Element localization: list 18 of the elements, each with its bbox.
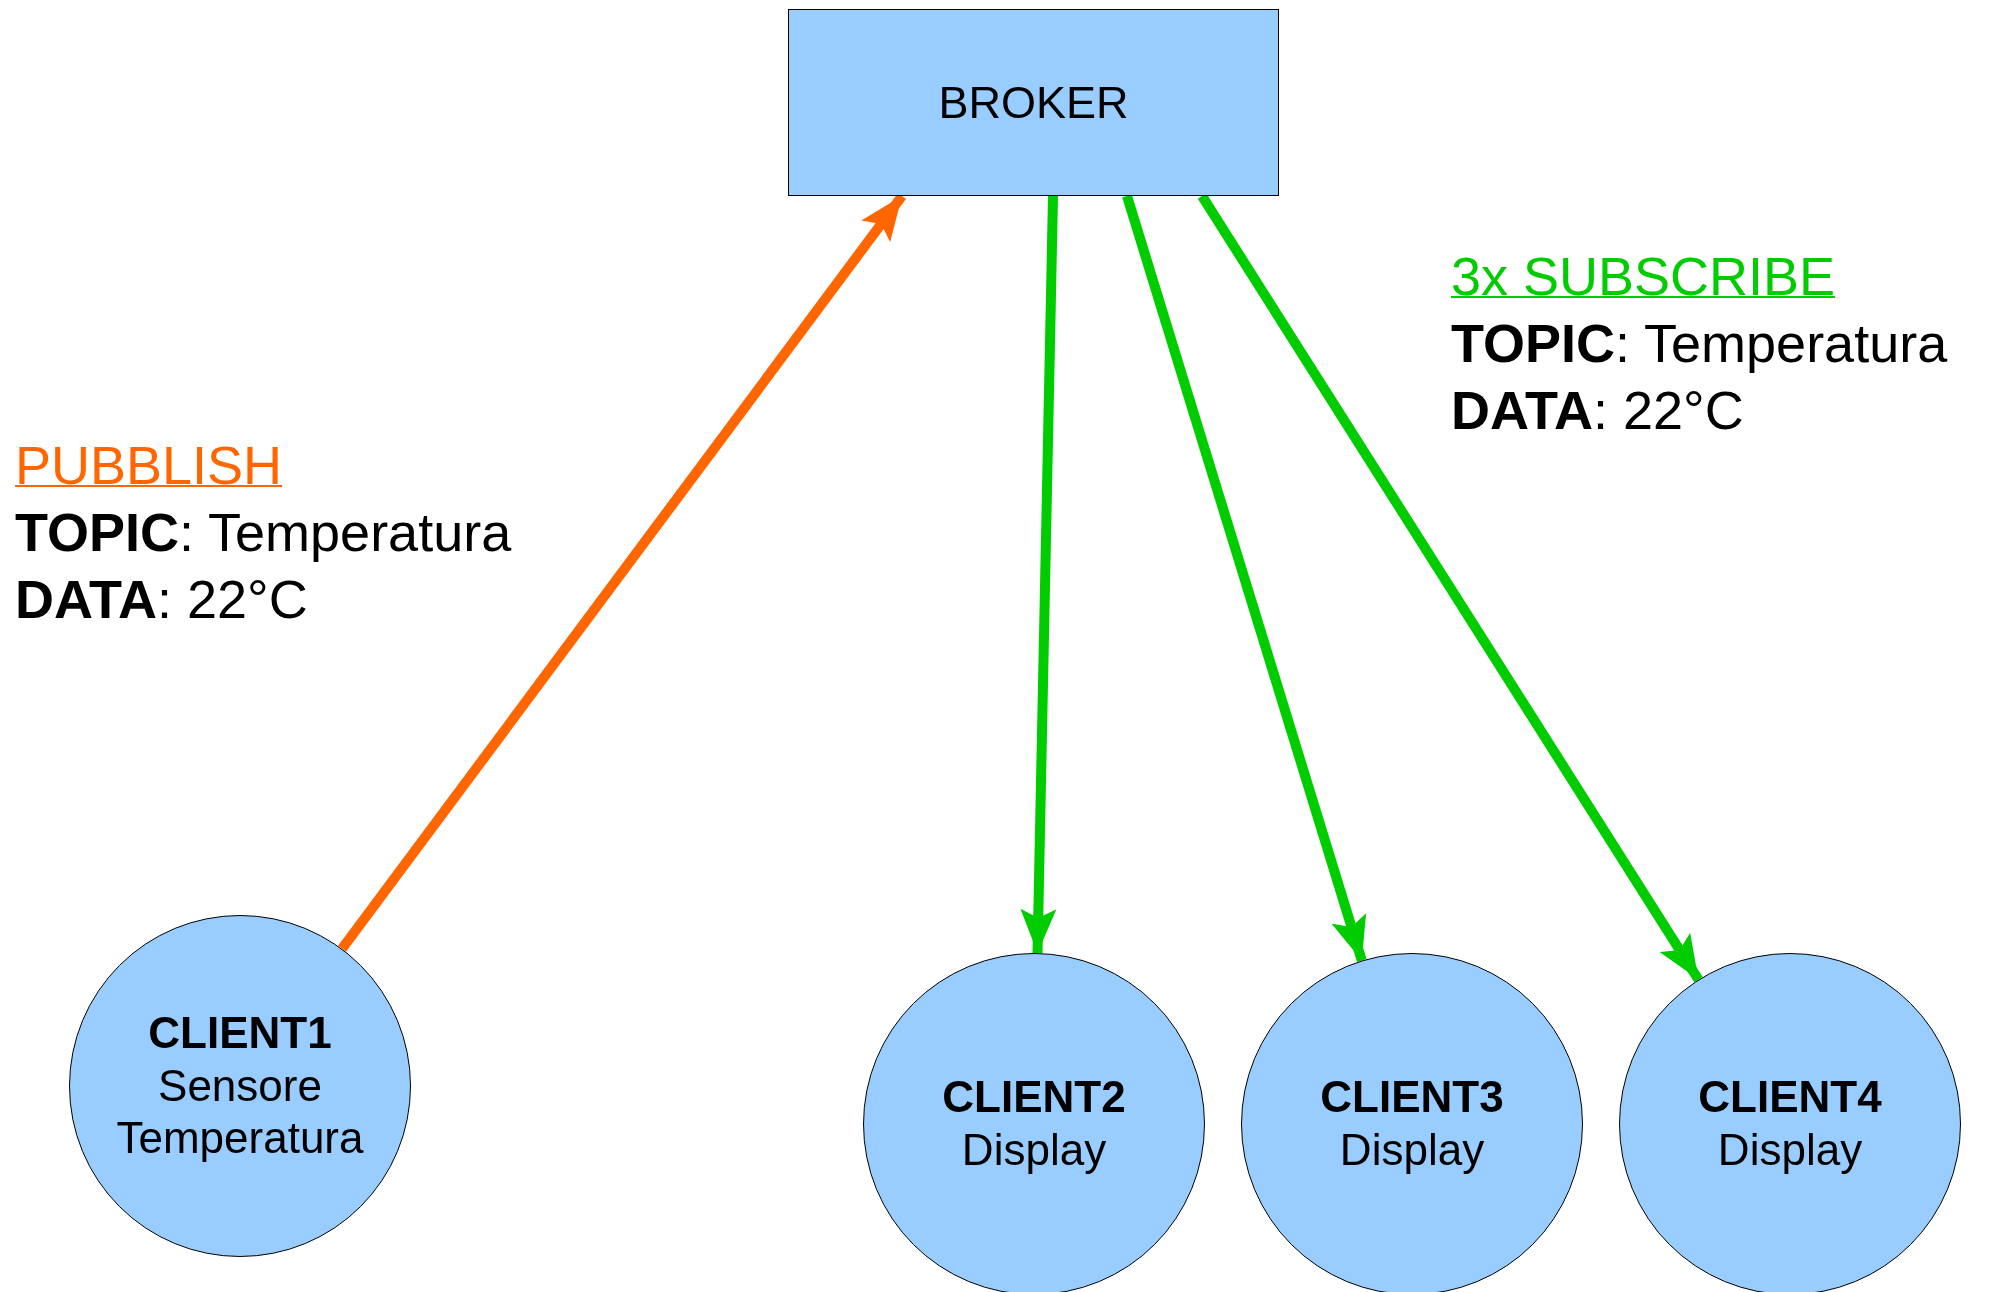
node-subtitle: Display	[961, 1124, 1107, 1176]
arrow	[1020, 195, 1058, 954]
node-title: BROKER	[938, 75, 1129, 130]
message-field-label: DATA: 22°C	[1451, 381, 1744, 441]
node-subtitle: Display	[1339, 1124, 1485, 1176]
message-field-label: DATA: 22°C	[15, 570, 308, 630]
message-field-label: TOPIC: Temperatura	[15, 503, 512, 563]
node-title: CLIENT4	[1698, 1071, 1882, 1124]
arrow	[1122, 194, 1367, 962]
node-title: CLIENT3	[1320, 1071, 1504, 1124]
broker-box	[788, 9, 1279, 196]
message-type-label: PUBBLISH	[15, 436, 283, 496]
message-field-label: TOPIC: Temperatura	[1451, 314, 1948, 374]
message-type-label: 3x SUBSCRIBE	[1451, 247, 1836, 307]
node-title: CLIENT1	[148, 1006, 332, 1059]
node-subtitle: Sensore Temperatura	[115, 1059, 365, 1165]
node-subtitle: Display	[1717, 1124, 1863, 1176]
node-title: CLIENT2	[942, 1071, 1126, 1124]
